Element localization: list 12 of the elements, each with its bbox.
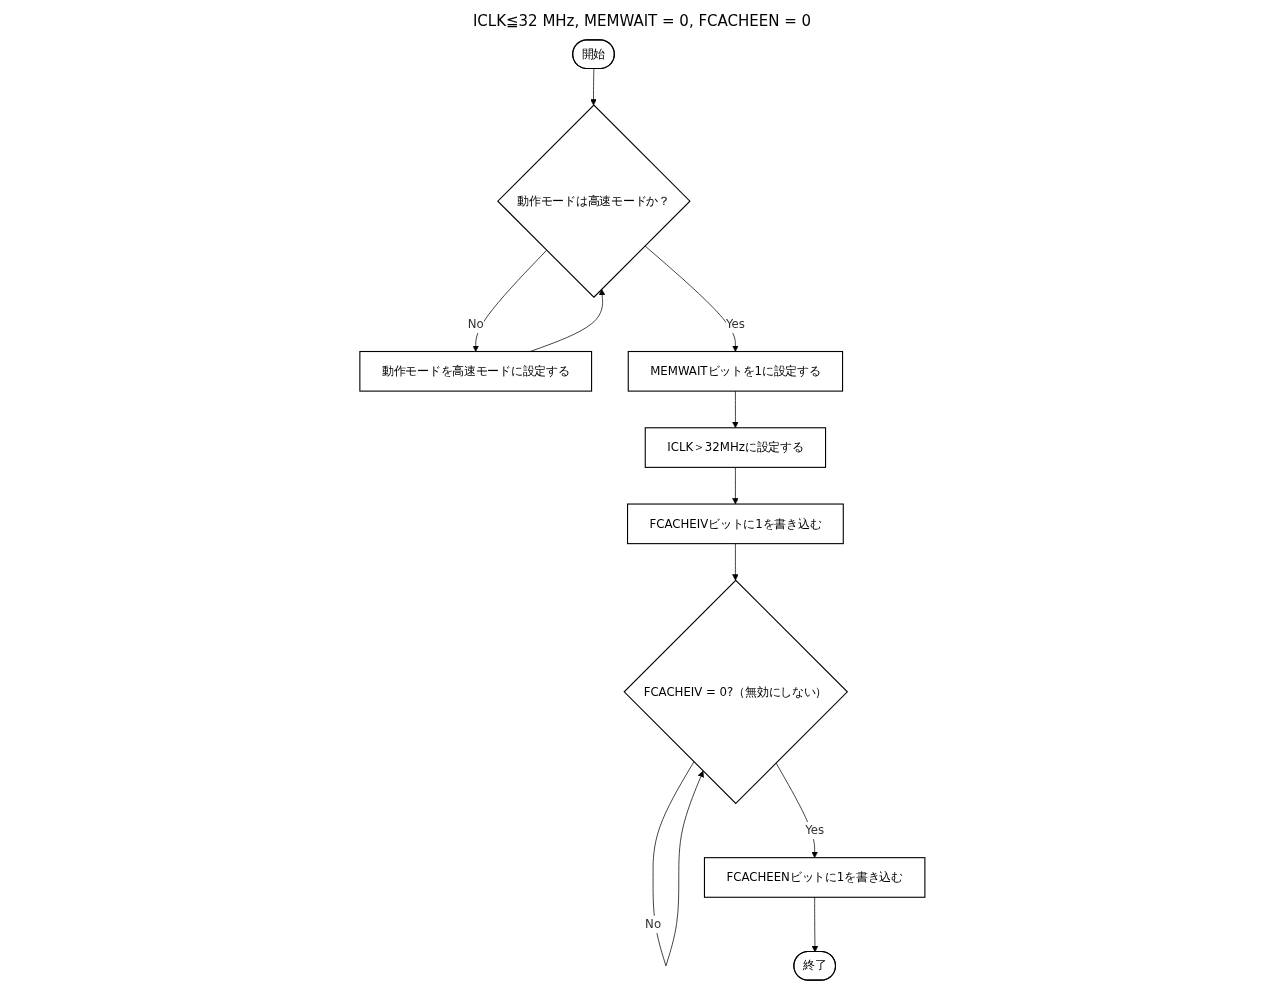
node-diamond: 動作モードは高速モードか？ [496,104,691,299]
node-box: ICLK＞32MHzに設定する [644,427,826,468]
edge-label: No [467,317,484,331]
node-box: FCACHEIVビットに1を書き込む [626,503,844,545]
edge-label: No [644,917,661,931]
node-box: 動作モードを高速モードに設定する [358,350,592,392]
node-annotation: ICLK≦32 MHz, MEMWAIT = 0, FCACHEEN = 0 [472,12,812,30]
node-box: FCACHEENビットに1を書き込む [703,857,926,898]
edge-label: Yes [804,823,824,838]
edge-label: Yes [725,317,745,331]
node-diamond: FCACHEIV = 0?（無効にしない） [623,579,848,805]
node-box: MEMWAITビットを1に設定する [627,350,843,392]
